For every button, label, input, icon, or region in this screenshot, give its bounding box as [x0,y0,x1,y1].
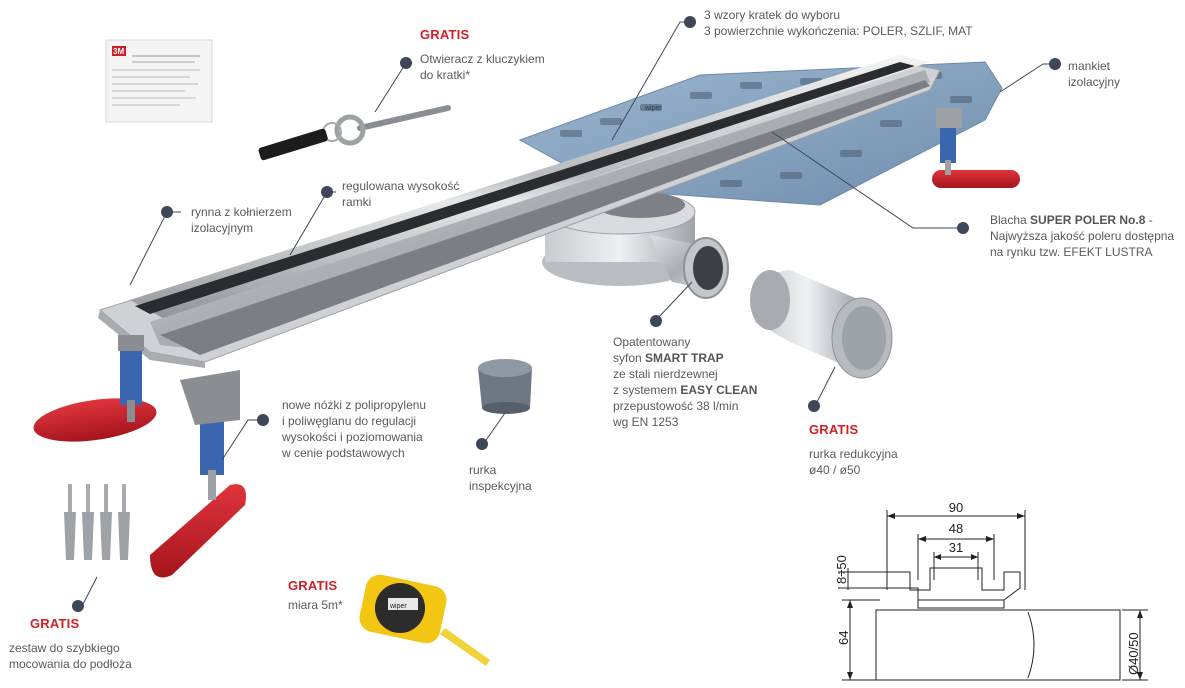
trap-label-2: syfon SMART TRAP [613,350,724,366]
tape-brand: wiper [389,603,407,610]
membrane-brand: wiper [644,105,662,112]
channel-label-1: rynna z kołnierzem [191,205,292,219]
inspection-tube [478,359,532,414]
reducer-pipe [750,270,893,379]
wipe-brand: 3M [113,47,124,56]
collar-label-1: mankiet [1068,59,1111,73]
channel-label-2: izolacyjnym [191,221,254,235]
opener-label-1: Otwieracz z kluczykiem [420,52,545,66]
gratis-anchors: GRATIS [30,616,80,631]
anchors-label-1: zestaw do szybkiego [9,641,120,655]
inspection-label-1: rurka [469,463,497,477]
sheet-prefix: Blacha [990,213,1031,227]
grille-label-1: 3 wzory kratek do wyboru [704,8,841,22]
sheet-label-3: na rynku tzw. EFEKT LUSTRA [990,245,1153,259]
collar-label-2: izolacyjny [1068,75,1121,89]
dim-31: 31 [949,540,963,555]
reducer-label-1: rurka redukcyjna [809,447,898,461]
tape-label-1: miara 5m* [288,598,343,612]
dim-64: 64 [836,631,851,645]
drain-channel [98,55,941,368]
trap-label-5: przepustowość 38 l/min [613,399,739,413]
trap-bold: SMART TRAP [645,351,724,365]
technical-drawing [838,510,1148,681]
sheet-label-2: Najwyższa jakość poleru dostępna [990,229,1175,243]
callout-dot-feet [257,414,269,426]
trap-label-1: Opatentowany [613,335,691,349]
opener-label-2: do kratki* [420,68,471,82]
wall-anchors [64,484,130,560]
callout-dot-height [321,186,333,198]
dim-48: 48 [949,521,963,536]
adjustable-feet [33,108,1020,578]
feet-label-1: nowe nóżki z polipropylenu [282,398,427,412]
gratis-tape: GRATIS [288,578,338,593]
callout-dot-opener [400,57,412,69]
callout-dot-inspection [476,438,488,450]
callout-lines [80,21,1056,609]
sheet-suffix: - [1145,213,1153,227]
trap-label-3: ze stali nierdzewnej [613,367,718,381]
wipe-packet [105,39,213,123]
sheet-bold: SUPER POLER No.8 [1030,213,1146,227]
callout-dot-anchors [72,600,84,612]
trap-label-4: z systemem EASY CLEAN [613,382,757,398]
grille-label-2: 3 powierzchnie wykończenia: POLER, SZLIF… [704,24,973,38]
callout-dot-channel [161,206,173,218]
dim-8-50: 8÷50 [834,555,849,584]
tape-measure [359,574,490,666]
feet-label-2: i poliwęglanu do regulacji [282,414,417,428]
feet-label-4: w cenie podstawowych [282,446,405,460]
gratis-opener: GRATIS [420,27,470,42]
height-label-2: ramki [342,195,372,209]
easy-bold: EASY CLEAN [680,383,758,397]
reducer-label-2: ø40 / ø50 [809,463,861,477]
callout-dot-collar [1049,58,1061,70]
dimension-arrows [847,513,1143,680]
callout-dot-trap [650,315,662,327]
feet-label-3: wysokości i poziomowania [282,430,423,444]
callout-dot-sheet [957,222,969,234]
trap-prefix: syfon [613,351,646,365]
easy-prefix: z systemem [613,383,681,397]
sheet-label-1: Blacha SUPER POLER No.8 - [990,212,1153,228]
opener-key [258,105,451,161]
inspection-label-2: inspekcyjna [469,479,532,493]
anchors-label-2: mocowania do podłoża [9,657,132,671]
height-label-1: regulowana wysokość [342,179,460,193]
dim-outlet: Ø40/50 [1126,632,1141,675]
gratis-reducer: GRATIS [809,422,859,437]
callout-dot-grille [684,16,696,28]
dim-90: 90 [949,500,963,515]
callout-dot-reducer [808,400,820,412]
trap-label-6: wg EN 1253 [613,415,679,429]
